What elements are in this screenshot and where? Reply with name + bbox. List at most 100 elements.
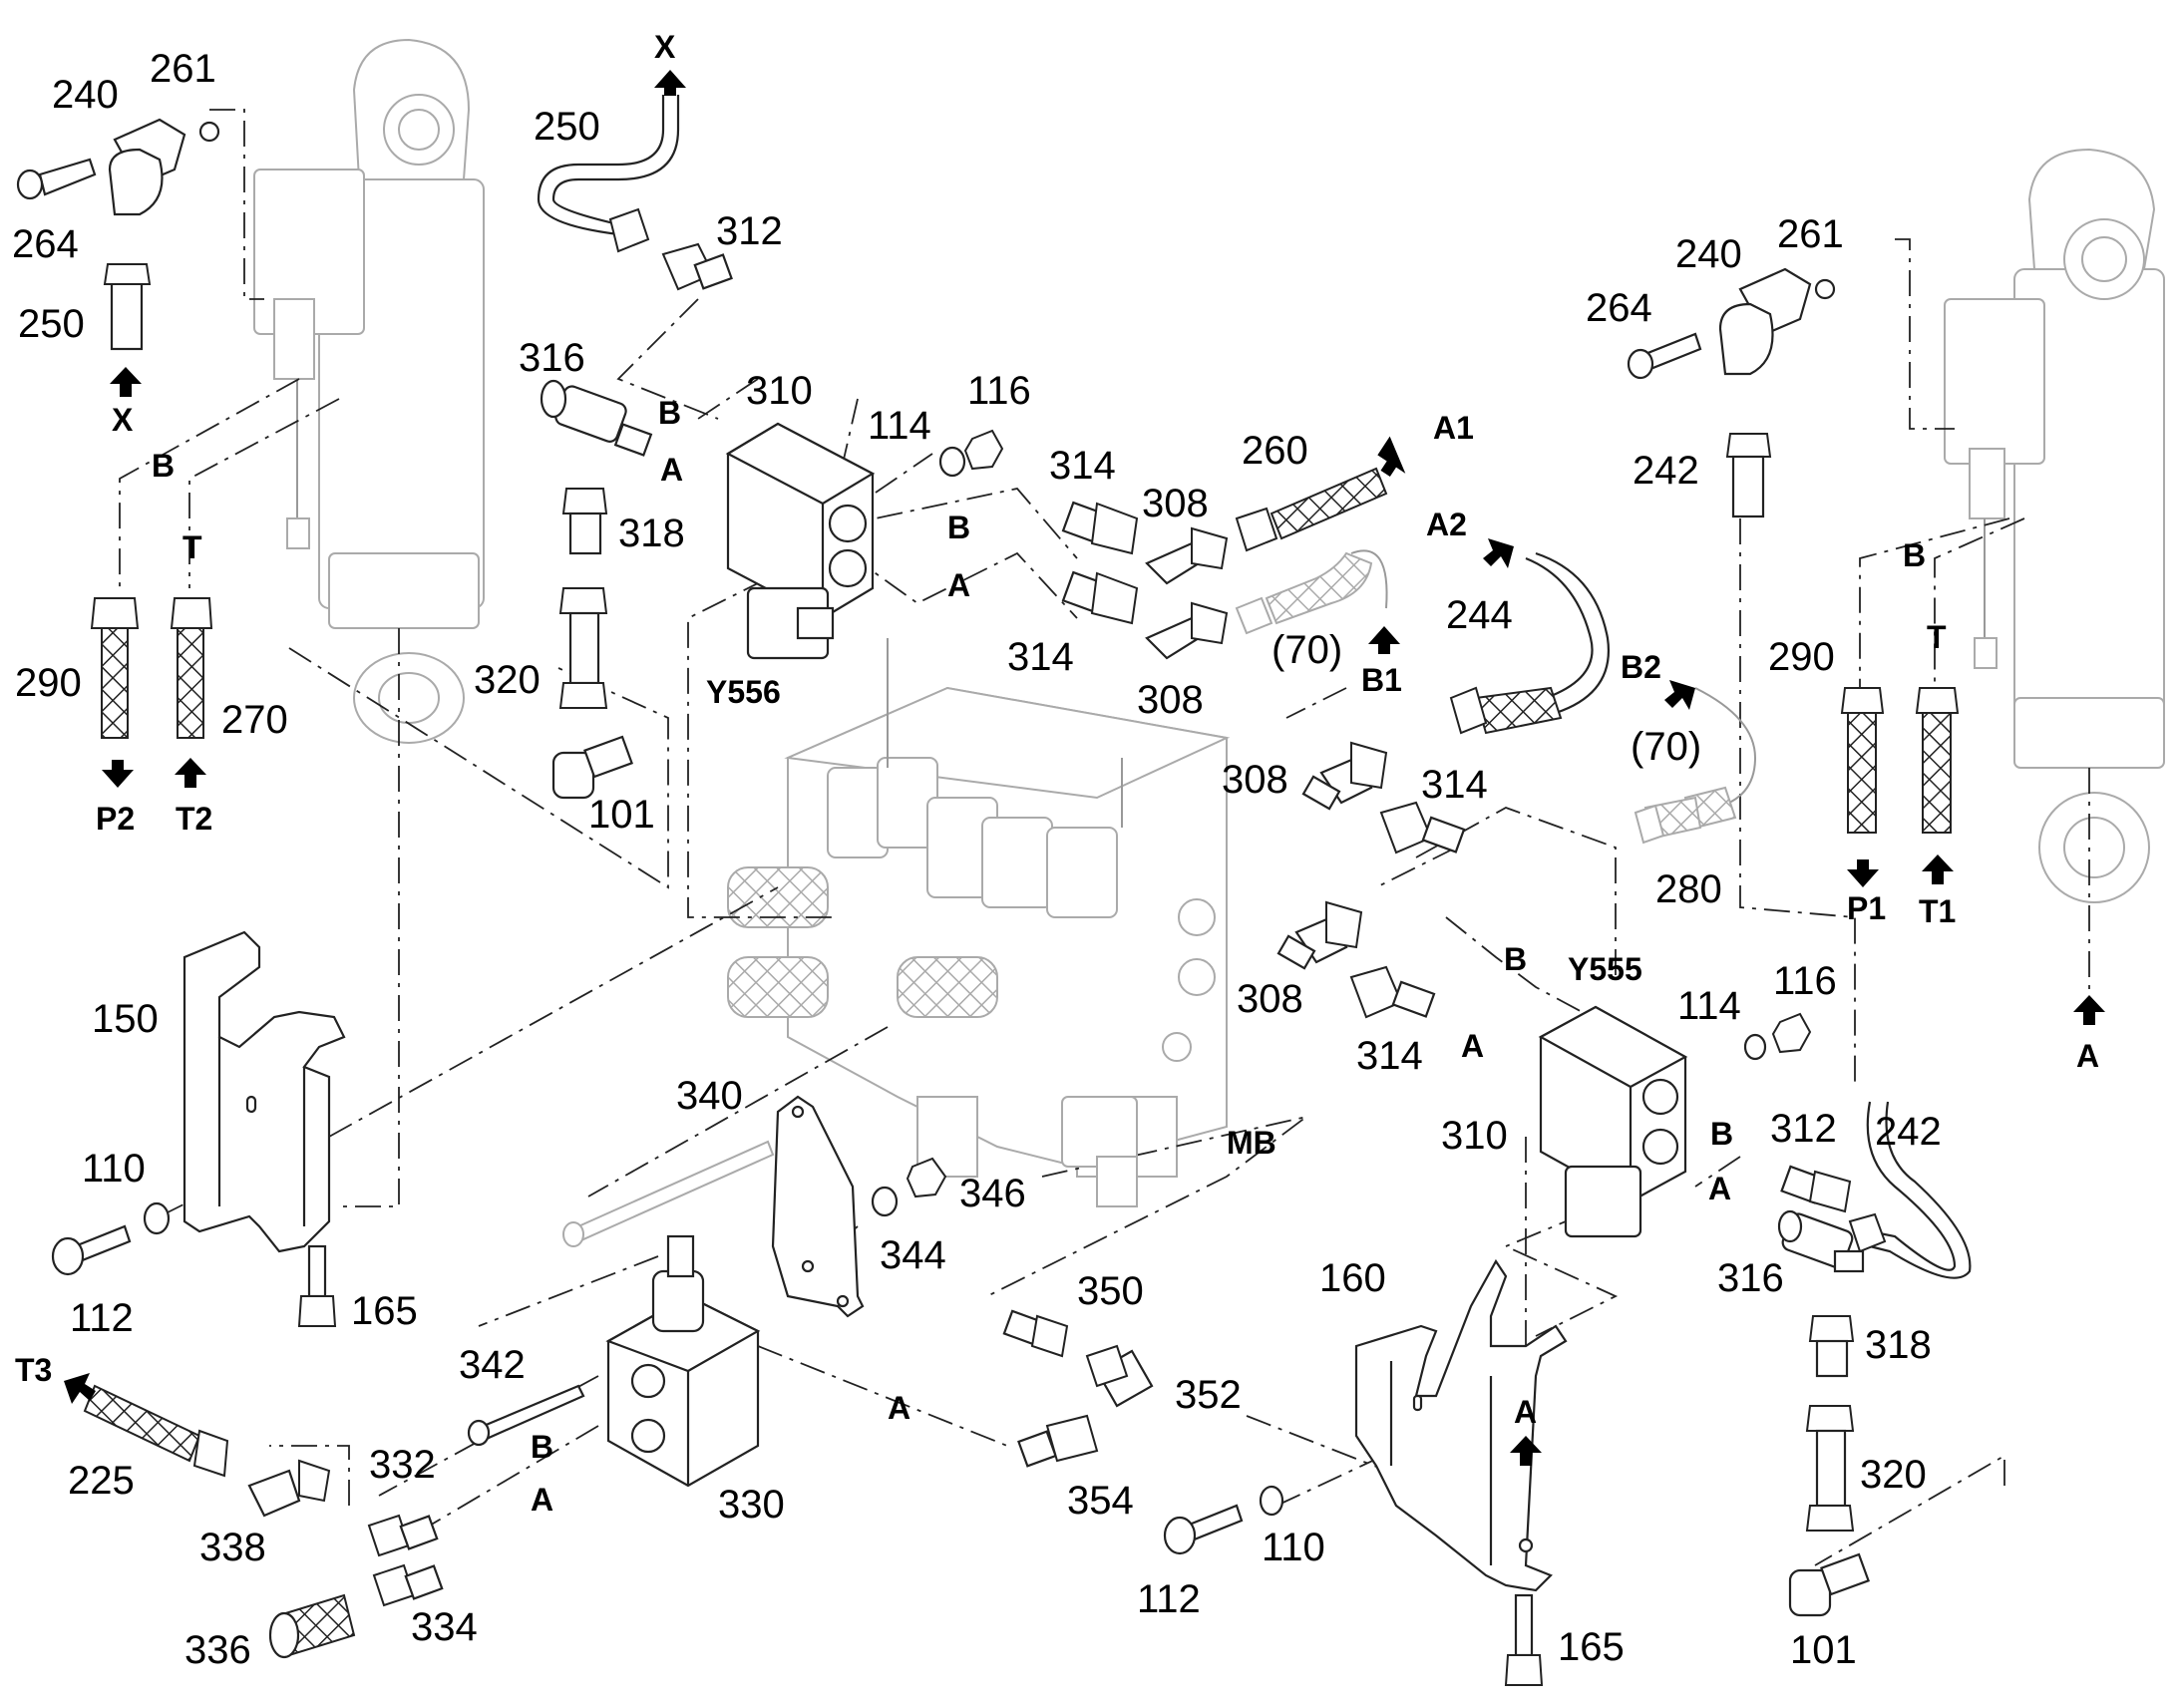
callout-A-330: A (531, 1482, 553, 1518)
arrow-X-left (110, 367, 142, 397)
tee-316-left (540, 379, 653, 457)
callout-70-a: (70) (1272, 628, 1342, 672)
hose-290-right (1840, 687, 1885, 834)
callout-308-a: 308 (1142, 482, 1209, 525)
callout-318-left: 318 (618, 512, 685, 555)
fitting-240-left (108, 118, 220, 216)
callout-314-a: 314 (1049, 444, 1116, 488)
callout-240-left: 240 (52, 73, 119, 117)
callout-Y555: Y555 (1568, 951, 1642, 987)
bolt-long-340 (562, 1140, 775, 1247)
fitting-314-a (1061, 501, 1139, 555)
callout-A1: A1 (1433, 410, 1474, 446)
washer-110-right (1259, 1485, 1284, 1517)
washer-114-right (1743, 1033, 1767, 1061)
callout-242-top: 242 (1633, 449, 1699, 493)
bracket-150 (182, 930, 346, 1253)
callout-B-mid: B (1504, 941, 1527, 977)
callout-101-right: 101 (1790, 1628, 1857, 1672)
pipe-242-right (1848, 1101, 1972, 1279)
callout-X-left: X (112, 402, 134, 438)
callout-242-right: 242 (1875, 1110, 1942, 1154)
fitting-332 (367, 1514, 439, 1557)
elbow-101-left (551, 735, 633, 800)
callout-101-left: 101 (588, 793, 655, 837)
screw-264-left (16, 158, 97, 200)
arrow-A-right (2073, 995, 2105, 1025)
callout-314-c: 314 (1421, 763, 1488, 807)
callout-165-right: 165 (1558, 1625, 1625, 1669)
callout-B-right: B (1903, 537, 1926, 573)
mb-solenoid (1061, 1096, 1138, 1207)
callout-P2: P2 (96, 801, 135, 837)
pipe-320-left (558, 587, 608, 709)
arrow-X-top (654, 70, 686, 96)
fitting-314-b (1061, 570, 1139, 625)
callout-290-left: 290 (15, 661, 82, 705)
washer-114-left (938, 446, 966, 478)
pipe-250-top (537, 95, 680, 253)
fitting-354 (1017, 1414, 1099, 1468)
elbow-308-c (1301, 741, 1388, 811)
callout-T1: T1 (1919, 893, 1956, 929)
callout-308-c: 308 (1222, 758, 1288, 802)
callout-B2: B2 (1621, 649, 1661, 685)
callout-labels: 240 261 264 250 X 250 X 312 316 310 116 … (12, 29, 2099, 1672)
arrow-B2 (1664, 680, 1695, 710)
pipe-320-right (1805, 1405, 1855, 1532)
callout-316-right: 316 (1717, 1256, 1784, 1300)
callout-P1: P1 (1847, 890, 1886, 926)
callout-B-310-left: B (658, 395, 681, 431)
callout-316-left: 316 (519, 336, 585, 380)
fitting-314-d (1349, 965, 1436, 1019)
callout-264-right: 264 (1586, 286, 1652, 330)
arrow-T1 (1922, 854, 1954, 884)
callout-A-314b: A (947, 567, 970, 603)
bolt-342 (467, 1384, 585, 1447)
screw-264-right (1627, 332, 1702, 380)
hose-270-left (170, 597, 213, 739)
callout-B1: B1 (1361, 662, 1402, 698)
callout-114-right: 114 (1677, 984, 1741, 1028)
callout-312-top: 312 (716, 209, 783, 253)
callout-110-right: 110 (1262, 1526, 1325, 1569)
callout-165-left: 165 (351, 1289, 418, 1333)
callout-336: 336 (184, 1628, 251, 1672)
callout-B-310-right: B (1710, 1116, 1733, 1152)
valve-310-right (1538, 1005, 1688, 1238)
callout-354: 354 (1067, 1479, 1134, 1523)
fitting-312-right (1780, 1165, 1852, 1213)
hose-280-right (1915, 687, 1960, 834)
screw-112-left (51, 1224, 132, 1276)
callout-T-left: T (182, 529, 202, 565)
nut-116-left (963, 429, 1004, 471)
callout-70-b: (70) (1631, 725, 1701, 769)
fitting-240-right (1718, 267, 1836, 376)
callout-150: 150 (92, 997, 159, 1041)
callout-318-right: 318 (1865, 1323, 1932, 1367)
callout-308-d: 308 (1237, 977, 1303, 1021)
callout-A2: A2 (1426, 507, 1467, 542)
callout-332: 332 (369, 1443, 436, 1487)
fitting-314-c (1379, 801, 1466, 854)
pipe-250-left (103, 263, 152, 351)
arrow-T2 (175, 758, 206, 788)
fitting-318-left (561, 488, 608, 555)
callout-261-left: 261 (150, 47, 216, 91)
bracket-160 (1354, 1258, 1568, 1592)
elbow-338 (247, 1459, 331, 1518)
callout-310-left: 310 (746, 369, 813, 413)
callout-114-left: 114 (868, 404, 931, 448)
callout-312-right: 312 (1770, 1107, 1837, 1151)
hose-244 (1449, 551, 1610, 735)
arrow-A2 (1483, 538, 1514, 568)
callout-240-right: 240 (1675, 232, 1742, 276)
arrow-P2 (102, 760, 134, 788)
callout-344: 344 (880, 1233, 946, 1277)
callout-116-right: 116 (1773, 959, 1837, 1003)
fitting-318-right (1808, 1315, 1855, 1378)
callout-T2: T2 (176, 801, 212, 837)
elbow-101-right (1788, 1552, 1870, 1617)
